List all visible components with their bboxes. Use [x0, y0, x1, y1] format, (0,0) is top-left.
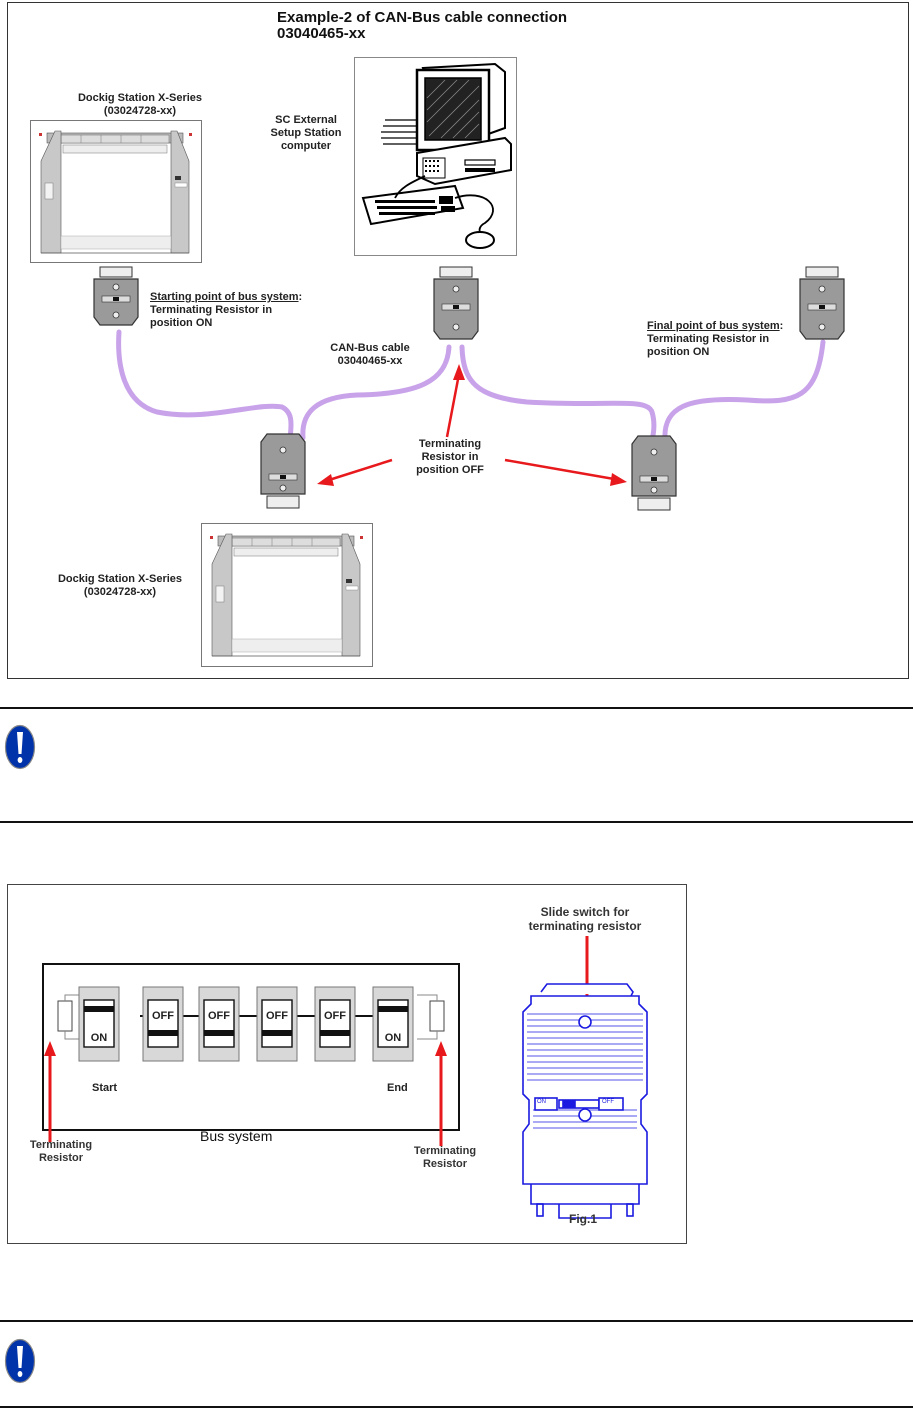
label-line: position ON	[647, 346, 710, 358]
docking-station-icon	[39, 130, 192, 254]
switch-state-label: OFF	[324, 1010, 346, 1022]
label-line: Dockig Station X-Series	[57, 573, 183, 585]
connector-left-middle	[260, 433, 306, 509]
switch-group: ON OFF OFF OFF OFF ON	[78, 986, 414, 1062]
computer-label: SC External Setup Station computer	[258, 114, 354, 153]
connector-on-label: ON	[537, 1099, 546, 1105]
label-line: Slide switch for	[540, 905, 630, 919]
notice-divider-bottom	[0, 821, 913, 823]
bus-system-diagram: ON OFF OFF OFF OFF ON	[42, 936, 648, 1219]
label-line: position OFF	[416, 464, 484, 476]
connector-center	[433, 266, 479, 340]
switch-slider	[262, 1030, 292, 1036]
label-line: Terminating Resistor in	[150, 304, 273, 316]
notice2-divider-bottom	[0, 1406, 913, 1408]
switch-slider	[378, 1006, 408, 1012]
label-line: computer	[280, 140, 332, 152]
exclamation-icon	[4, 1338, 36, 1384]
right-terminating-resistor-label: Terminating Resistor	[410, 1145, 480, 1171]
label-line: 03040465-xx	[337, 355, 403, 367]
slide-switch-connector	[522, 983, 648, 1219]
label-line: Resistor in	[421, 451, 479, 463]
end-label: End	[387, 1082, 408, 1094]
label-line: SC External	[275, 114, 337, 126]
notice2-divider-top	[0, 1320, 913, 1322]
starting-point-heading: Starting point of bus system	[150, 291, 299, 303]
notice-1	[4, 724, 36, 775]
slide-switch-label: Slide switch for terminating resistor	[515, 905, 655, 933]
bus-switch-off: OFF	[256, 986, 298, 1062]
left-resistor	[57, 1000, 73, 1032]
arrow-head	[44, 1041, 56, 1056]
notice-2	[4, 1338, 36, 1389]
bus-switch-on: ON	[372, 986, 414, 1062]
switch-slider	[320, 1030, 350, 1036]
final-point-heading: Final point of bus system	[647, 320, 780, 332]
right-resistor	[429, 1000, 445, 1032]
arrow-to-center-connector	[445, 373, 461, 438]
arrow-head	[317, 474, 334, 486]
bus-system-label: Bus system	[200, 1128, 273, 1144]
connector-end	[799, 266, 845, 340]
switch-state-label: ON	[385, 1032, 402, 1044]
switch-slider	[204, 1030, 234, 1036]
arrow-head	[435, 1041, 447, 1056]
label-line: CAN-Bus cable	[330, 342, 410, 354]
docking-station-bottom-image	[201, 523, 373, 667]
notice-divider-top	[0, 707, 913, 709]
docking-station-icon	[210, 533, 363, 657]
label-line: Terminating	[413, 1145, 477, 1157]
figure-title: Example-2 of CAN-Bus cable connection 03…	[277, 10, 567, 42]
bus-switch-off: OFF	[198, 986, 240, 1062]
arrow-to-right-connector	[504, 458, 615, 481]
label-line: terminating resistor	[528, 919, 642, 933]
label-line: position ON	[150, 317, 213, 329]
connector-start	[93, 266, 139, 326]
switch-slider	[84, 1006, 114, 1012]
figure-caption: Fig.1	[569, 1212, 598, 1226]
arrow-head	[610, 473, 627, 486]
label-line: Terminating	[29, 1139, 93, 1151]
cable-segment	[116, 329, 294, 441]
cable-segment	[300, 344, 452, 441]
arrow-head	[453, 364, 465, 380]
figure-title-line1: Example-2 of CAN-Bus cable connection	[277, 9, 568, 26]
cable-segment	[662, 339, 826, 443]
starting-point-label: Starting point of bus system: Terminatin…	[150, 291, 303, 329]
cable-segment	[459, 344, 657, 443]
docking-station-top-image	[30, 120, 202, 263]
label-line: (03024728-xx)	[83, 586, 157, 598]
bus-switch-on: ON	[78, 986, 120, 1062]
label-line: Terminating	[418, 438, 482, 450]
computer-icon	[361, 62, 512, 249]
bus-wiring-diagram	[93, 266, 845, 511]
switch-state-label: OFF	[152, 1010, 174, 1022]
exclamation-icon	[4, 724, 36, 770]
switch-slider	[148, 1030, 178, 1036]
bus-switch-off: OFF	[142, 986, 184, 1062]
connector-right-middle	[631, 435, 677, 511]
label-line: Dockig Station X-Series	[77, 92, 203, 104]
label-line: (03024728-xx)	[103, 105, 177, 117]
figure-title-line2: 03040465-xx	[277, 25, 366, 42]
bus-switch-off: OFF	[314, 986, 356, 1062]
label-line: Terminating Resistor in	[647, 333, 770, 345]
label-line: Resistor	[422, 1158, 468, 1170]
can-bus-cable-label: CAN-Bus cable 03040465-xx	[325, 342, 415, 368]
final-point-label: Final point of bus system: Terminating R…	[647, 320, 784, 358]
switch-state-label: OFF	[266, 1010, 288, 1022]
switch-state-label: ON	[91, 1032, 108, 1044]
start-label: Start	[92, 1082, 118, 1094]
docking-station-top-label: Dockig Station X-Series (03024728-xx)	[40, 92, 240, 118]
docking-station-bottom-label: Dockig Station X-Series (03024728-xx)	[50, 573, 190, 599]
terminating-off-label: Terminating Resistor in position OFF	[405, 438, 495, 477]
arrow-to-left-connector	[328, 458, 393, 482]
label-line: Resistor	[38, 1152, 84, 1164]
connector-off-label: OFF	[602, 1099, 614, 1105]
label-line: Setup Station	[270, 127, 342, 139]
switch-state-label: OFF	[208, 1010, 230, 1022]
computer-image	[354, 57, 517, 256]
left-terminating-resistor-label: Terminating Resistor	[26, 1139, 96, 1165]
